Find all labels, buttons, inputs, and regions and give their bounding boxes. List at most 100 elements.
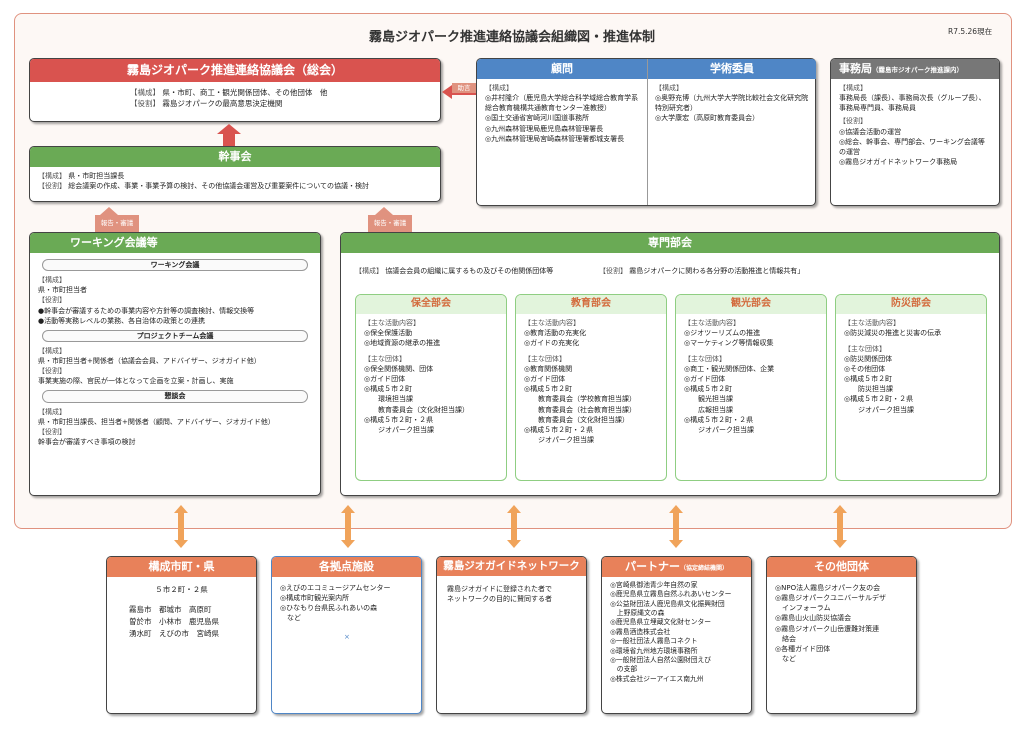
- dept-label: 【主な活動内容】: [524, 318, 580, 327]
- partner-title-sub: （協定締結機関）: [679, 565, 728, 572]
- council-role: 霧島ジオパークの最高意思決定機関: [162, 99, 283, 109]
- advisor-academic-box: 顧問 学術委員 【構成】 ◎井村隆介（鹿児島大学総合科学域総合教育学系総合教育機…: [476, 58, 816, 206]
- double-arrow-icon: [507, 505, 521, 513]
- facilities-title: 各拠点施設: [272, 557, 421, 577]
- double-arrow-stem: [837, 513, 843, 541]
- page-title: 霧島ジオパーク推進連絡協議会組織図・推進体制: [368, 30, 655, 45]
- municipal-title: 構成市町・県: [107, 557, 256, 577]
- advisor-item: ◎国土交通省宮崎河川国道事務所: [485, 114, 590, 123]
- dept-education: 教育部会 【主な活動内容】 ◎教育活動の充実化 ◎ガイドの充実化 【主な団体】 …: [515, 294, 667, 481]
- dept-label: 【主な団体】: [524, 354, 566, 363]
- kanji-composition: 県・市町担当課長: [68, 171, 125, 180]
- secretariat-box: 事務局（霧島市ジオパーク推進課内） 【構成】 事務局長（課長）、事務局次長（グル…: [830, 58, 1000, 206]
- section-label: 【構成】: [38, 407, 66, 416]
- section-composition: 県・市町担当課長、担当者+関係者（顧問、アドバイザー、ジオガイド他）: [38, 417, 275, 426]
- guide-title: 霧島ジオガイドネットワーク: [437, 557, 586, 577]
- dept-title: 防災部会: [836, 295, 986, 314]
- date-stamp: R7.5.26現在: [948, 27, 993, 36]
- divider: [647, 59, 648, 205]
- double-arrow-stem: [178, 513, 184, 541]
- kanji-role: 総会議案の作成、事業・事業予算の検討、その他協議会運営及び重要案件についての協議…: [68, 182, 370, 191]
- dept-activities: ◎ジオツーリズムの推進 ◎マーケティング等情報収集: [684, 328, 774, 347]
- secretariat-title-sub: （霧島市ジオパーク推進課内）: [872, 66, 963, 74]
- specialist-title: 専門部会: [341, 233, 999, 253]
- dept-title: 保全部会: [356, 295, 506, 314]
- other-list: ◎NPO法人霧島ジオパーク友の会 ◎霧島ジオパークユニバーサルデザ インフォーラ…: [775, 583, 886, 663]
- section-label: 【構成】: [38, 276, 66, 285]
- kanji-label-2: 【役割】: [38, 182, 66, 191]
- council-label-1: 【構成】: [130, 88, 160, 98]
- section-label: 【役割】: [38, 427, 66, 436]
- report-tag: 報告・審議: [368, 215, 412, 232]
- dept-label: 【主な活動内容】: [364, 318, 420, 327]
- dept-title: 教育部会: [516, 295, 666, 314]
- double-arrow-stem: [511, 513, 517, 541]
- dept-title: 観光部会: [676, 295, 826, 314]
- facilities-list: ◎えびのエコミュージアムセンター ◎構成市町観光案内所 ◎ひなもり台県民ふれあい…: [280, 583, 391, 623]
- section-role: 幹事会が審議すべき事項の検討: [38, 438, 136, 447]
- project-section-title: プロジェクトチーム会議: [42, 329, 308, 342]
- academic-label: 【構成】: [655, 84, 683, 92]
- other-box: その他団体 ◎NPO法人霧島ジオパーク友の会 ◎霧島ジオパークユニバーサルデザ …: [766, 556, 917, 714]
- section-label: 【構成】: [38, 346, 66, 355]
- dept-organizations: ◎防災関係団体 ◎その他団体 ◎構成５市２町 防災担当課 ◎構成５市２町・２県 …: [844, 354, 914, 414]
- section-composition: 県・市町担当者+関係者（協議会会員、アドバイザー、ジオガイド他）: [38, 357, 261, 366]
- guide-box: 霧島ジオガイドネットワーク 霧島ジオガイドに登録された者で ネットワークの目的に…: [436, 556, 587, 714]
- dept-label: 【主な活動内容】: [844, 318, 900, 327]
- double-arrow-icon: [174, 505, 188, 513]
- dept-label: 【主な団体】: [684, 354, 726, 363]
- double-arrow-icon: [833, 540, 847, 548]
- secretariat-title: 事務局: [839, 62, 872, 75]
- section-composition: 県・市町担当者: [38, 286, 87, 295]
- section-role: 事業実施の際、官民が一体となって企画を立案・計画し、実施: [38, 377, 234, 386]
- academic-item: ◎奥野充博（九州大学大学院比較社会文化研究院 特別研究者）: [655, 94, 809, 113]
- dept-label: 【主な団体】: [364, 354, 406, 363]
- double-arrow-icon: [833, 505, 847, 513]
- dept-activities: ◎保全保護活動 ◎地域資源の継承の推進: [364, 328, 441, 347]
- double-arrow-icon: [341, 505, 355, 513]
- working-section-title: ワーキング会議: [42, 258, 308, 272]
- advisor-title: 顧問: [477, 59, 647, 79]
- dept-disaster: 防災部会 【主な活動内容】 ◎防災減災の推進と災害の伝承 【主な団体】 ◎防災関…: [835, 294, 987, 481]
- double-arrow-stem: [673, 513, 679, 541]
- council-title: 霧島ジオパーク推進連絡協議会（総会）: [30, 59, 440, 83]
- section-label: 【役割】: [38, 296, 66, 305]
- section-label: 【役割】: [38, 367, 66, 376]
- dept-conservation: 保全部会 【主な活動内容】 ◎保全保護活動 ◎地域資源の継承の推進 【主な団体】…: [355, 294, 507, 481]
- secretariat-item: ◎総会、幹事会、専門部会、ワーキング会議等の運営: [839, 137, 985, 156]
- advice-tag: 助言: [452, 83, 476, 93]
- dept-label: 【主な団体】: [844, 344, 886, 353]
- academic-title: 学術委員: [648, 59, 816, 79]
- secretariat-label-2: 【役割】: [839, 117, 867, 126]
- working-title: ワーキング会議等: [30, 233, 320, 253]
- report-arrow-icon: [375, 207, 393, 215]
- specialist-composition: 協議会会員の組織に属するもの及びその他関係団体等: [385, 267, 554, 275]
- municipal-list: 霧島市 都城市 高原町 曽於市 小林市 鹿児島県 湧水町 えびの市 宮崎県: [129, 604, 219, 638]
- roundtable-section-title: 懇談会: [42, 390, 308, 403]
- advice-arrow-icon: [442, 85, 452, 99]
- secretariat-composition: 事務局長（課長）、事務局次長（グループ長）、事務局専門員、事務局員: [839, 94, 986, 113]
- advisor-item: ◎井村隆介（鹿児島大学総合科学域総合教育学系総合教育機構共通教育センター准教授）: [485, 94, 639, 113]
- kanji-title: 幹事会: [30, 147, 440, 167]
- academic-item: ◎大学康宏（高原町教育委員会）: [655, 114, 760, 123]
- section-role: ●幹事会が審議するための事業内容や方針等の調査検討、情報交換等 ●活動等実務レベ…: [38, 306, 255, 325]
- secretariat-label-1: 【構成】: [839, 83, 867, 92]
- kanji-box: 幹事会 【構成】 県・市町担当課長 【役割】 総会議案の作成、事業・事業予算の検…: [29, 146, 441, 202]
- up-arrow-stem: [223, 134, 235, 146]
- report-arrow-icon: [100, 207, 118, 215]
- specialist-role: 霧島ジオパークに関わる各分野の活動推進と情報共有」: [629, 267, 805, 275]
- dept-label: 【主な活動内容】: [684, 318, 740, 327]
- facilities-box: 各拠点施設 ◎えびのエコミュージアムセンター ◎構成市町観光案内所 ◎ひなもり台…: [271, 556, 422, 714]
- advisor-item: ◎九州森林管理局鹿児島森林管理署長: [485, 124, 604, 133]
- council-composition: 県・市町、商工・観光関係団体、その他団体 他: [162, 88, 328, 98]
- kanji-label-1: 【構成】: [38, 171, 66, 180]
- double-arrow-icon: [341, 540, 355, 548]
- double-arrow-icon: [669, 505, 683, 513]
- partner-title: パートナー: [624, 560, 680, 573]
- partner-list: ◎宮崎県御池青少年自然の家 ◎鹿児島県立霧島自然ふれあいセンター ◎公益財団法人…: [610, 580, 732, 683]
- municipal-sub: ５市２町・２県: [155, 584, 208, 594]
- municipal-box: 構成市町・県 ５市２町・２県 霧島市 都城市 高原町 曽於市 小林市 鹿児島県 …: [106, 556, 257, 714]
- close-icon: ×: [344, 633, 350, 641]
- double-arrow-icon: [507, 540, 521, 548]
- dept-organizations: ◎商工・観光関係団体、企業 ◎ガイド団体 ◎構成５市２町 観光担当課 広報担当課…: [684, 365, 775, 434]
